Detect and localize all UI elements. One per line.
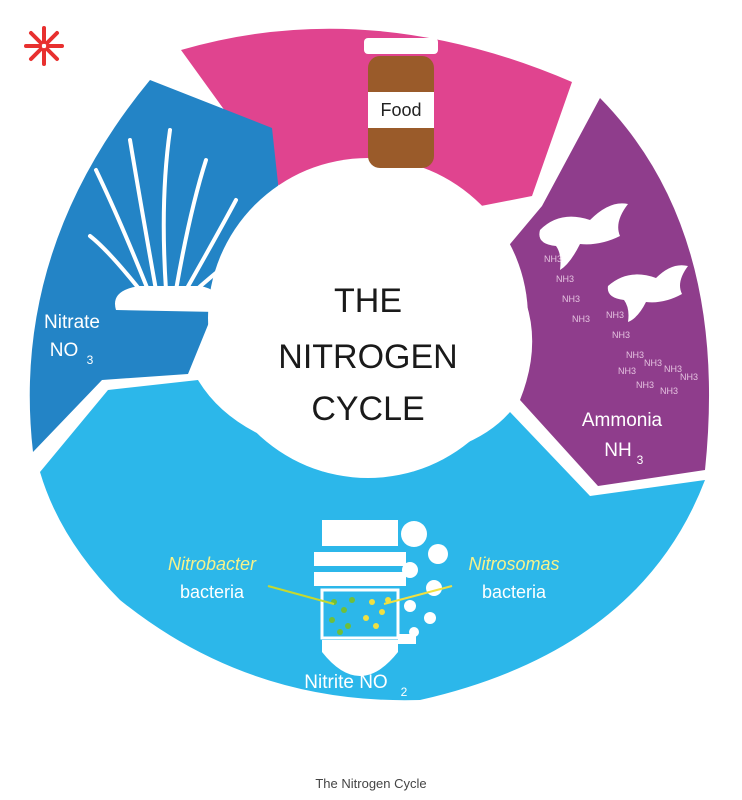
nitrosomas-arrow (383, 585, 453, 605)
diagram-title-line-2: NITROGEN (278, 338, 457, 376)
fish-icon (539, 203, 688, 322)
ammonia-formula: NH (604, 440, 631, 461)
nitrosomas-word: bacteria (482, 582, 547, 602)
bacteria-dots (329, 597, 391, 635)
ammonia-label: Ammonia (582, 410, 663, 431)
nitrite-label: Nitrite NO (304, 672, 387, 693)
ammonia-mark: NH3 (606, 310, 624, 320)
ammonia-mark: NH3 (664, 364, 682, 374)
diagram-title-line-1: THE (334, 282, 402, 320)
nitrate-label: Nitrate (44, 312, 100, 333)
ammonia-molecules: NH3 NH3 NH3 NH3 NH3 NH3 NH3 NH3 NH3 NH3 … (544, 254, 698, 396)
center-circle (208, 158, 528, 478)
nitrobacter-name: Nitrobacter (168, 554, 257, 574)
ammonia-mark: NH3 (626, 350, 644, 360)
ammonia-mark: NH3 (544, 254, 562, 264)
nitrate-subscript: 3 (87, 353, 94, 367)
figure-caption: The Nitrogen Cycle (315, 776, 427, 791)
nitrate-formula: NO (50, 340, 79, 361)
filter-icon (314, 520, 416, 676)
ammonia-mark: NH3 (660, 386, 678, 396)
ammonia-mark: NH3 (680, 372, 698, 382)
ammonia-mark: NH3 (612, 330, 630, 340)
ammonia-mark: NH3 (636, 380, 654, 390)
nitrate-segment (29, 80, 282, 452)
plant-base (115, 286, 220, 312)
nitrobacter-arrow (267, 585, 335, 605)
ammonia-segment (500, 98, 710, 486)
plant-icon (88, 128, 252, 292)
bubbles-icon (401, 521, 448, 637)
ammonia-mark: NH3 (618, 366, 636, 376)
ammonia-mark: NH3 (644, 358, 662, 368)
nitrite-subscript: 2 (401, 685, 408, 699)
ammonia-mark: NH3 (562, 294, 580, 304)
food-jar-icon (364, 38, 438, 168)
ammonia-mark: NH3 (572, 314, 590, 324)
brand-logo-icon (24, 26, 64, 66)
ammonia-subscript: 3 (637, 453, 644, 467)
ammonia-mark: NH3 (556, 274, 574, 284)
diagram-title-line-3: CYCLE (311, 390, 424, 428)
nitrosomas-name: Nitrosomas (468, 554, 559, 574)
nitrobacter-word: bacteria (180, 582, 245, 602)
food-label: Food (380, 100, 421, 120)
